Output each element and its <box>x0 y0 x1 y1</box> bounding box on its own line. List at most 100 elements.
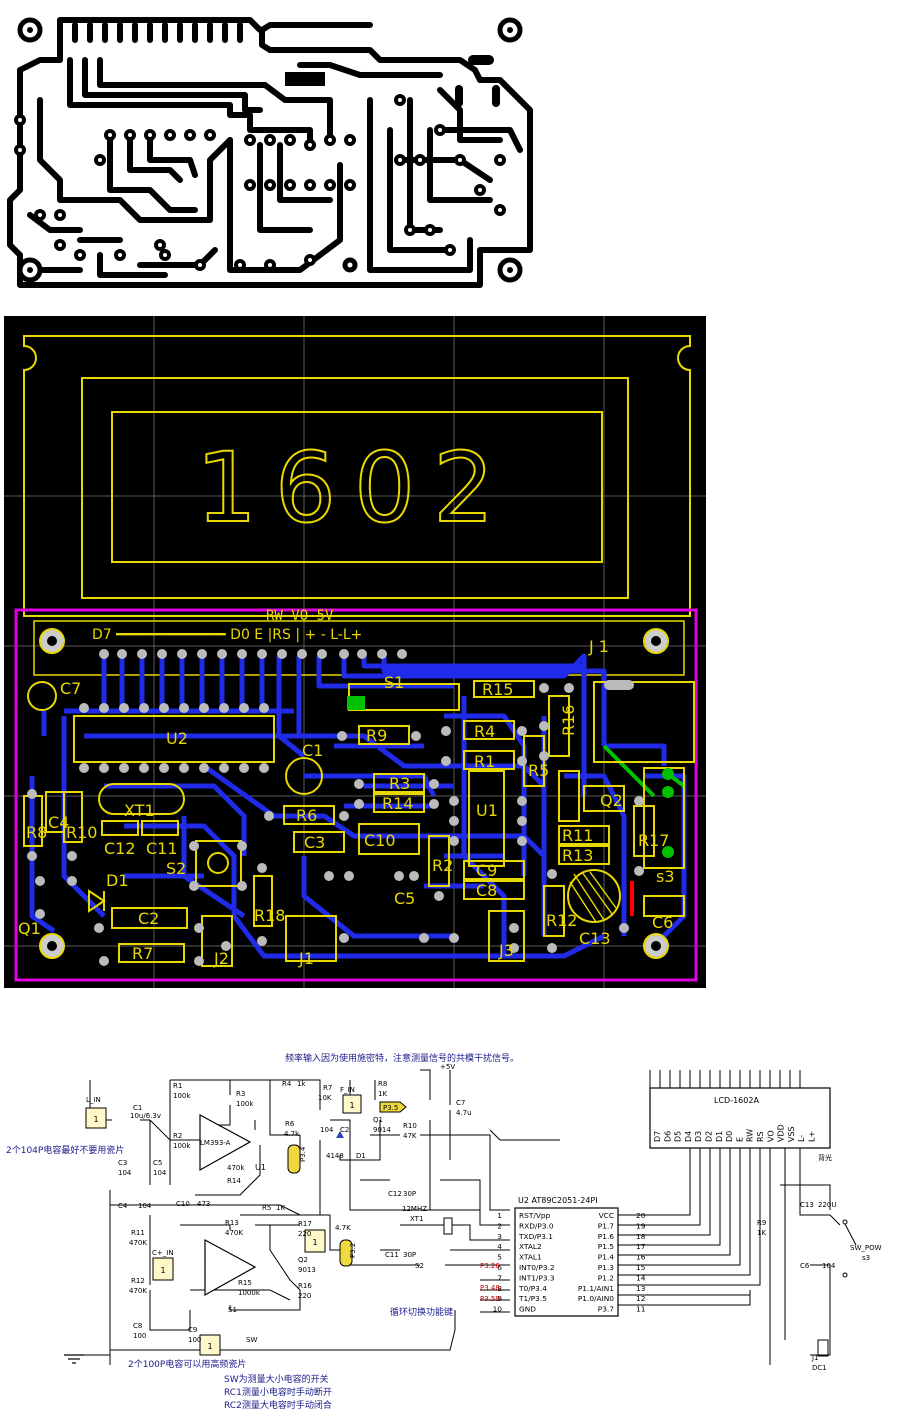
schematic-view: 频率输入因为使用施密特，注意测量信号的共模干扰信号。 2个104P电容最好不要用… <box>0 1010 900 1420</box>
d1-value: 4148 <box>326 1152 344 1160</box>
l-in-label: L_IN <box>86 1096 101 1104</box>
r12-value: 470K <box>129 1287 147 1295</box>
c5-value: 104 <box>153 1169 167 1177</box>
c7-value: 4.7u <box>456 1109 472 1117</box>
r15-value: 1000k <box>238 1289 261 1297</box>
svg-text:1: 1 <box>349 1101 354 1110</box>
c3-label: C3 <box>118 1159 127 1167</box>
ref-R10: R10 <box>66 823 97 842</box>
lcd-pin-label: RS <box>756 1131 765 1142</box>
ref-R5: R5 <box>528 761 549 780</box>
ref-C3: C3 <box>304 833 325 852</box>
mcu-pin-right-number: 20 <box>636 1211 646 1220</box>
ref-s3: s3 <box>656 867 675 886</box>
c12-value: 30P <box>403 1190 416 1198</box>
ref-J2: J2 <box>213 949 229 968</box>
c7-label: C7 <box>456 1099 465 1107</box>
mcu-pin-left-name: T0/P3.4 <box>518 1284 547 1293</box>
lcd-pin-label: VO <box>766 1130 775 1142</box>
note-100p-caps: 2个100P电容可以用高频瓷片 <box>128 1358 246 1370</box>
ref-R17: R17 <box>638 831 669 850</box>
r8-value: 1K <box>378 1090 387 1098</box>
q2-label: Q2 <box>298 1256 308 1264</box>
ref-R4: R4 <box>474 722 495 741</box>
pcb-layout-view: 1602 RW VO 5V D7 ━━━━━━━━━━━━━ D0 E |RS … <box>4 316 706 988</box>
r5-label: R5 <box>262 1204 271 1212</box>
f-in-label: F_IN <box>340 1086 355 1094</box>
lcd-pin-label: RW <box>746 1129 755 1142</box>
mcu-pin-right-name: P1.2 <box>598 1273 614 1282</box>
mcu-pin-left-name: XTAL1 <box>519 1253 542 1262</box>
note-rc2: RC2测量大电容时手动闭合 <box>224 1399 332 1411</box>
mcu-pin-right-name: VCC <box>599 1211 614 1220</box>
mcu-pin-left-number: 3 <box>497 1232 502 1241</box>
mcu-pin-right-number: 18 <box>636 1232 646 1241</box>
mcu-title: U2 AT89C2051-24PI <box>518 1196 598 1205</box>
r15-label: R15 <box>238 1279 252 1287</box>
ref-S2: S2 <box>166 859 186 878</box>
r17-label: R17 <box>298 1220 312 1228</box>
mcu-pin-left-name: T1/P3.5 <box>518 1294 547 1303</box>
c4-value: 104 <box>138 1202 152 1210</box>
r3-label: R3 <box>236 1090 245 1098</box>
r7-value: 10K <box>318 1094 332 1102</box>
note-cycle-key: 循环切换功能键 <box>390 1306 453 1318</box>
u1-label: U1 <box>255 1163 266 1172</box>
mcu-pin-right-name: P1.3 <box>598 1263 615 1272</box>
mcu-pin-right-number: 12 <box>636 1294 645 1303</box>
r3-value: 100k <box>236 1100 254 1108</box>
ref-R6: R6 <box>296 806 317 825</box>
ref-C10: C10 <box>364 831 396 850</box>
mcu-pin-left-number: 1 <box>497 1211 502 1220</box>
copper-layer-view <box>0 0 560 310</box>
c8-value: 100 <box>133 1332 146 1340</box>
mcu-pin-left-name: RXD/P3.0 <box>519 1221 554 1230</box>
c-in-label: C+_IN <box>152 1249 174 1257</box>
mcu-pin-left-name: GND <box>519 1305 536 1314</box>
lcd-model-number: 1602 <box>196 432 512 544</box>
ref-U2: U2 <box>166 729 188 748</box>
mcu-pin-right-name: P3.7 <box>598 1305 615 1314</box>
ref-R14: R14 <box>382 794 413 813</box>
mcu-pin-left-number: 8 <box>497 1284 502 1293</box>
ref-C6: C6 <box>652 913 673 932</box>
s1-label: S1 <box>228 1306 237 1314</box>
q1-value: 9014 <box>373 1126 391 1134</box>
ref-J3: J3 <box>498 941 514 960</box>
lcd-pin-label: D2 <box>705 1131 714 1142</box>
c5-label: C5 <box>153 1159 162 1167</box>
r13-value: 470K <box>225 1229 243 1237</box>
mcu-pin-left-name: RST/Vpp <box>519 1211 551 1220</box>
c2-value: 104 <box>320 1126 334 1134</box>
svg-text:1: 1 <box>93 1115 98 1124</box>
mcu-pin-right-number: 15 <box>636 1263 646 1272</box>
c10-value: 473 <box>197 1200 210 1208</box>
mcu-pin-left-number: 7 <box>497 1273 502 1282</box>
svg-text:1: 1 <box>312 1238 317 1247</box>
lcd-pin-label: VDD <box>777 1124 786 1142</box>
lcd-pin-label: L+ <box>808 1131 817 1142</box>
q2-value: 9013 <box>298 1266 316 1274</box>
mcu-pin-right-name: P1.5 <box>598 1242 615 1251</box>
mcu-pin-left-name: TXD/P3.1 <box>518 1232 553 1241</box>
ref-C2: C2 <box>138 909 159 928</box>
mcu-pin-right-number: 11 <box>636 1305 646 1314</box>
r9-label: R9 <box>757 1219 766 1227</box>
mcu-pin-right-name: P1.4 <box>598 1253 615 1262</box>
p326-tag: P3.26 <box>480 1262 500 1270</box>
note-rc1: RC1测量小电容时手动断开 <box>224 1386 332 1398</box>
c3-value: 104 <box>118 1169 132 1177</box>
header-signal-labels: RW VO 5V <box>266 608 334 624</box>
xt1-label: XT1 <box>410 1215 423 1223</box>
mcu-pin-right-number: 19 <box>636 1221 646 1230</box>
ref-R1: R1 <box>474 752 495 771</box>
mcu-pin-left-name: INT1/P3.3 <box>519 1273 555 1282</box>
c6-label: C6 <box>800 1262 810 1270</box>
mcu-pin-right-number: 17 <box>636 1242 646 1251</box>
mcu-pin-left-number: 6 <box>497 1263 502 1272</box>
mcu-pin-left-name: INT0/P3.2 <box>519 1263 555 1272</box>
c13-label: C13 <box>800 1201 814 1209</box>
ref-R8: R8 <box>26 823 47 842</box>
ref-U1: U1 <box>476 801 498 820</box>
r14-label: R14 <box>227 1177 241 1185</box>
